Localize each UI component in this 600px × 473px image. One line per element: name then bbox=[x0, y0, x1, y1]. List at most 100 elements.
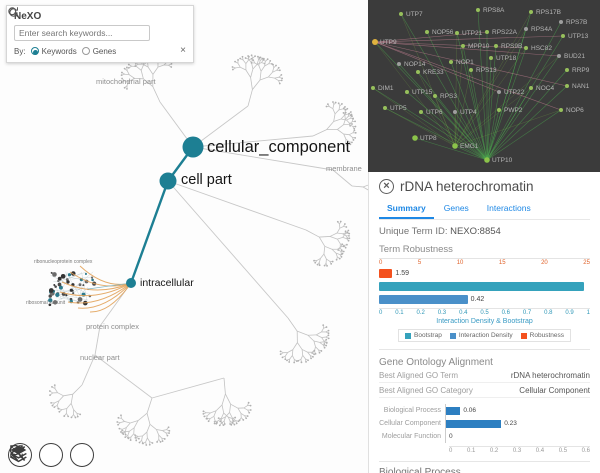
tree-node-label-ribosomal-subunit[interactable]: ribosomal subunit bbox=[26, 300, 66, 306]
gene-label-HSC82[interactable]: HSC82 bbox=[531, 45, 552, 52]
gene-label-UTP5[interactable]: UTP5 bbox=[390, 105, 407, 112]
gene-label-RPS8A[interactable]: RPS8A bbox=[483, 7, 505, 14]
tree-node-cell-part[interactable] bbox=[159, 172, 177, 190]
gene-label-UTP18[interactable]: UTP18 bbox=[496, 55, 517, 62]
gene-node-RPS17B[interactable] bbox=[529, 10, 533, 14]
gene-label-MPP10[interactable]: MPP10 bbox=[468, 43, 490, 50]
radio-keywords[interactable]: Keywords bbox=[30, 47, 77, 56]
gene-node-UTP13[interactable] bbox=[561, 34, 565, 38]
gene-label-RPS9B[interactable]: RPS9B bbox=[501, 43, 522, 50]
gene-label-UTP21[interactable]: UTP21 bbox=[462, 30, 483, 37]
close-icon[interactable]: × bbox=[379, 179, 394, 194]
gene-label-NOP6[interactable]: NOP6 bbox=[566, 107, 584, 114]
gene-label-NOC4[interactable]: NOC4 bbox=[536, 85, 554, 92]
gene-label-UTP15[interactable]: UTP15 bbox=[412, 89, 433, 96]
gene-node-NOP1[interactable] bbox=[449, 60, 453, 64]
gene-node-NAN1[interactable] bbox=[565, 84, 569, 88]
gene-label-UTP9[interactable]: UTP9 bbox=[380, 39, 397, 46]
gene-label-DIM1[interactable]: DIM1 bbox=[378, 85, 394, 92]
gene-node-RPS22A[interactable] bbox=[485, 30, 489, 34]
gene-node-UTP18[interactable] bbox=[489, 56, 493, 60]
alignment-bar[interactable] bbox=[446, 419, 502, 428]
gene-node-BUD21[interactable] bbox=[557, 54, 561, 58]
gene-node-HSC82[interactable] bbox=[524, 46, 528, 50]
gene-node-RPS3[interactable] bbox=[433, 94, 437, 98]
gene-node-EMG1[interactable] bbox=[452, 143, 458, 149]
gene-label-RPS22A[interactable]: RPS22A bbox=[492, 29, 518, 36]
gene-label-PWP2[interactable]: PWP2 bbox=[504, 107, 523, 114]
gene-label-RRP9[interactable]: RRP9 bbox=[572, 67, 590, 74]
ontology-tree-canvas[interactable]: cellular_component cell part intracellul… bbox=[0, 0, 368, 473]
tree-node-label-membrane[interactable]: membrane bbox=[326, 164, 362, 173]
tree-node-label-nuclear-part[interactable]: nuclear part bbox=[80, 353, 120, 362]
gene-node-DIM1[interactable] bbox=[371, 86, 375, 90]
tab-interactions[interactable]: Interactions bbox=[486, 203, 531, 213]
collapse-tree-button[interactable] bbox=[10, 443, 125, 467]
gene-label-RPS4A[interactable]: RPS4A bbox=[531, 26, 553, 33]
gene-label-NOP56[interactable]: NOP56 bbox=[432, 29, 454, 36]
gene-label-RPS13[interactable]: RPS13 bbox=[476, 67, 497, 74]
tree-node-label-mitochondrial-part[interactable]: mitochondrial part bbox=[96, 77, 156, 86]
gene-label-RPS7B[interactable]: RPS7B bbox=[566, 19, 587, 26]
gene-node-MPP10[interactable] bbox=[461, 44, 465, 48]
gene-node-UTP7[interactable] bbox=[399, 12, 403, 16]
gene-node-UTP22[interactable] bbox=[497, 90, 501, 94]
radio-genes[interactable]: Genes bbox=[81, 47, 116, 56]
gene-label-NOP1[interactable]: NOP1 bbox=[456, 59, 474, 66]
gene-label-BUD21[interactable]: BUD21 bbox=[564, 53, 585, 60]
gene-node-UTP6[interactable] bbox=[419, 110, 423, 114]
tree-node-label-cellular-component[interactable]: cellular_component bbox=[207, 138, 351, 156]
gene-node-RPS8A[interactable] bbox=[476, 8, 480, 12]
gene-node-NOP14[interactable] bbox=[397, 62, 401, 66]
gene-label-KRE33[interactable]: KRE33 bbox=[423, 69, 444, 76]
zoom-out-button[interactable] bbox=[9, 443, 63, 467]
clear-search-icon[interactable]: × bbox=[180, 45, 186, 56]
gene-node-UTP15[interactable] bbox=[405, 90, 409, 94]
gene-label-UTP6[interactable]: UTP6 bbox=[426, 109, 443, 116]
tree-node-cellular-component[interactable] bbox=[182, 136, 204, 158]
gene-node-RPS7B[interactable] bbox=[559, 20, 563, 24]
search-icon[interactable] bbox=[8, 7, 168, 40]
tree-node-label-cell-part[interactable]: cell part bbox=[181, 172, 232, 188]
gene-node-NOP6[interactable] bbox=[559, 108, 563, 112]
gene-node-NOP56[interactable] bbox=[425, 30, 429, 34]
gene-label-RPS17B[interactable]: RPS17B bbox=[536, 9, 561, 16]
tree-node-label-protein-complex[interactable]: protein complex bbox=[86, 322, 139, 331]
gene-node-KRE33[interactable] bbox=[416, 70, 420, 74]
robustness-bar[interactable] bbox=[379, 268, 393, 278]
gene-node-RRP9[interactable] bbox=[565, 68, 569, 72]
gene-node-RPS4A[interactable] bbox=[524, 27, 528, 31]
network-nodes[interactable] bbox=[371, 8, 569, 163]
gene-label-UTP10[interactable]: UTP10 bbox=[492, 157, 513, 164]
gene-node-UTP4[interactable] bbox=[453, 110, 457, 114]
gene-node-UTP10[interactable] bbox=[484, 157, 490, 163]
gene-label-EMG1[interactable]: EMG1 bbox=[460, 143, 479, 150]
gene-label-NAN1[interactable]: NAN1 bbox=[572, 83, 590, 90]
gene-label-UTP13[interactable]: UTP13 bbox=[568, 33, 589, 40]
layers-button[interactable] bbox=[10, 443, 156, 467]
gene-label-UTP7[interactable]: UTP7 bbox=[406, 11, 423, 18]
tab-genes[interactable]: Genes bbox=[443, 203, 469, 213]
gene-label-NOP14[interactable]: NOP14 bbox=[404, 61, 426, 68]
fit-to-screen-button[interactable] bbox=[10, 443, 94, 467]
gene-label-RPS3[interactable]: RPS3 bbox=[440, 93, 457, 100]
tab-summary[interactable]: Summary bbox=[379, 200, 434, 219]
gene-node-UTP21[interactable] bbox=[455, 31, 459, 35]
search-input[interactable] bbox=[14, 25, 150, 41]
gene-node-PWP2[interactable] bbox=[497, 108, 501, 112]
gene-label-UTP4[interactable]: UTP4 bbox=[460, 109, 477, 116]
refresh-icon[interactable] bbox=[9, 7, 186, 40]
gene-node-UTP9[interactable] bbox=[372, 39, 378, 45]
gene-label-UTP8[interactable]: UTP8 bbox=[420, 135, 437, 142]
gene-node-RPS9B[interactable] bbox=[494, 44, 498, 48]
gene-node-UTP5[interactable] bbox=[383, 106, 387, 110]
alignment-bar[interactable] bbox=[446, 406, 461, 415]
gene-label-UTP22[interactable]: UTP22 bbox=[504, 89, 525, 96]
tree-node-label-intracellular[interactable]: intracellular bbox=[140, 277, 194, 289]
gene-node-NOC4[interactable] bbox=[529, 86, 533, 90]
interaction-density-bar[interactable] bbox=[379, 294, 468, 304]
tree-node-intracellular[interactable] bbox=[126, 278, 136, 288]
bootstrap-bar[interactable] bbox=[379, 281, 584, 291]
gene-node-UTP8[interactable] bbox=[412, 135, 418, 141]
tree-node-label-ribonucleoprotein-complex[interactable]: ribonucleoprotein complex bbox=[34, 259, 93, 265]
